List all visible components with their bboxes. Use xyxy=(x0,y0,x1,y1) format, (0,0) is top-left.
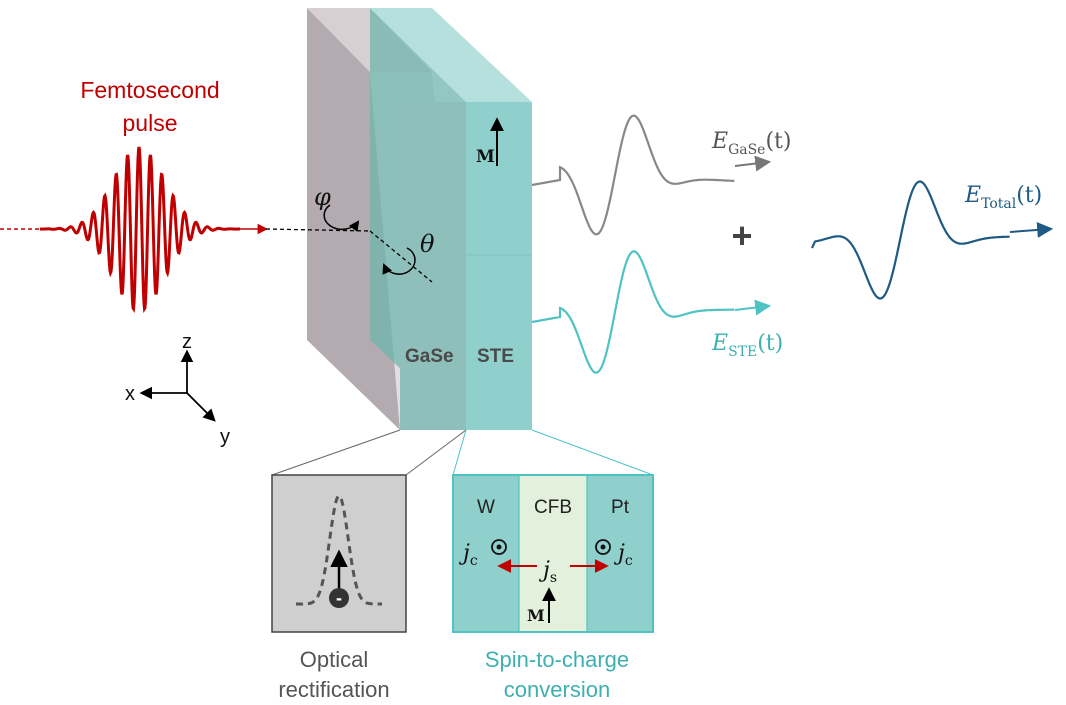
normal-dashed xyxy=(369,230,433,283)
ste-magnetization-label: M xyxy=(476,147,495,167)
gase-field-sub: GaSe xyxy=(728,142,765,158)
total-field-arg: (t) xyxy=(1016,183,1042,208)
gase-label: GaSe xyxy=(405,346,454,367)
layer-cfb xyxy=(519,475,587,632)
cfb-magnetization-label: M xyxy=(527,606,545,625)
total-field-arrow xyxy=(1009,221,1054,238)
total-field-symbol: E xyxy=(964,183,981,208)
layer-w xyxy=(453,475,519,632)
inset-or-caption-line2: rectification xyxy=(278,677,389,702)
ste-field-symbol: E xyxy=(711,331,728,356)
pulse-label-line1: Femtosecond xyxy=(80,77,219,103)
electron-charge xyxy=(329,588,349,608)
gase-field-arg: (t) xyxy=(765,129,791,154)
jc-right-sub: c xyxy=(625,553,633,569)
gase-emission-arrow xyxy=(734,155,772,172)
plus-sign: + xyxy=(731,215,752,256)
jc-left-out-of-plane-icon xyxy=(491,539,507,555)
z-axis-label: z xyxy=(182,331,192,353)
phi-label: φ xyxy=(314,183,331,211)
coordinate-axes: z x y xyxy=(125,331,230,448)
inset-optical-rectification: - Optical rectification xyxy=(271,429,467,702)
svg-text:EGaSe(t): EGaSe(t) xyxy=(711,129,791,158)
svg-text:ETotal(t): ETotal(t) xyxy=(964,183,1042,212)
gase-emission-wave xyxy=(531,114,735,236)
ste-label: STE xyxy=(477,346,514,367)
inset-or-caption-line1: Optical xyxy=(300,647,368,672)
layer-pt-label: Pt xyxy=(611,497,630,518)
jc-right-dot xyxy=(600,544,606,550)
femtosecond-pulse: Femtosecond pulse xyxy=(0,77,269,314)
ste-field-arg: (t) xyxy=(757,331,783,356)
y-axis-label: y xyxy=(220,426,230,448)
total-field-wave xyxy=(811,180,1010,300)
ste-emission-arrow xyxy=(734,299,772,316)
sample-stack: M GaSe STE φ θ xyxy=(265,8,532,430)
svg-text:ESTE(t): ESTE(t) xyxy=(711,331,783,360)
jc-left-dot xyxy=(496,544,502,550)
ste-slab-top xyxy=(370,8,532,102)
gase-region xyxy=(400,102,466,430)
layer-pt xyxy=(587,475,653,632)
electron-charge-sign: - xyxy=(336,588,342,608)
gaussian-envelope xyxy=(296,494,382,606)
layer-w-label: W xyxy=(477,497,495,518)
jc-right-out-of-plane-icon xyxy=(595,539,611,555)
ste-emission-wave xyxy=(531,250,735,374)
layer-cfb-label: CFB xyxy=(534,497,572,518)
total-field-sub: Total xyxy=(981,196,1017,212)
inset-spin-to-charge: W CFB Pt jc jc js M Spin-to-charge conve… xyxy=(452,429,654,702)
ste-field-label: ESTE(t) xyxy=(711,331,783,360)
x-axis-label: x xyxy=(125,383,135,405)
inset-or-leader-right xyxy=(405,429,467,476)
total-field-label: ETotal(t) xyxy=(964,183,1042,212)
pulse-label-line2: pulse xyxy=(123,110,178,136)
ste-slab-front xyxy=(466,102,532,430)
y-axis xyxy=(186,392,216,422)
phi-rotation-arrow xyxy=(323,204,360,232)
inset-or-leader-left xyxy=(271,429,401,476)
theta-label: θ xyxy=(420,230,435,258)
ste-field-sub: STE xyxy=(728,344,757,360)
jc-left-sub: c xyxy=(470,553,478,569)
pulse-waveform xyxy=(40,146,240,314)
gase-field-label: EGaSe(t) xyxy=(711,129,791,158)
emitted-fields: EGaSe(t) ESTE(t) + ETotal(t) xyxy=(531,114,1054,374)
js-sub: s xyxy=(550,570,557,586)
theta-rotation-arrow xyxy=(382,247,416,275)
inset-ste-leader-left xyxy=(452,429,467,476)
inset-ste-caption-line1: Spin-to-charge xyxy=(485,647,629,672)
gase-field-symbol: E xyxy=(711,129,728,154)
inset-ste-caption-line2: conversion xyxy=(504,677,610,702)
inset-ste-leader-right xyxy=(531,429,654,476)
inset-ste-box xyxy=(452,474,654,633)
